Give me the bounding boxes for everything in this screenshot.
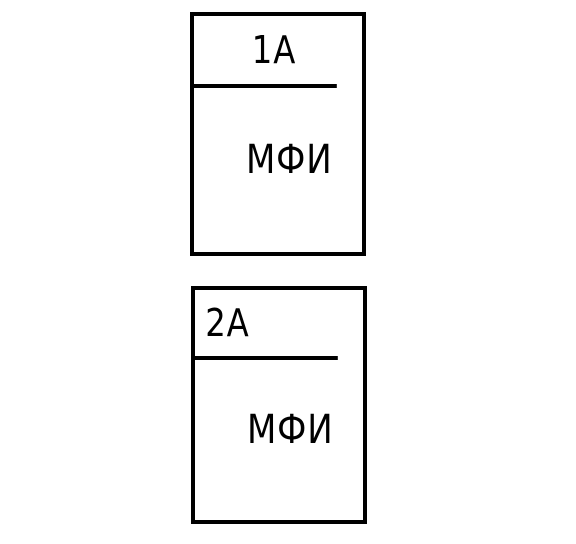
block-device-label: МФИ xyxy=(247,407,334,453)
block-device-label: МФИ xyxy=(246,137,333,183)
block-header: 2A xyxy=(195,290,338,360)
device-block-1a: 1A МФИ xyxy=(190,12,366,256)
device-block-2a: 2A МФИ xyxy=(191,286,367,524)
block-id-label: 1A xyxy=(251,28,297,72)
block-id-label: 2A xyxy=(205,301,250,345)
block-header: 1A xyxy=(194,16,337,88)
